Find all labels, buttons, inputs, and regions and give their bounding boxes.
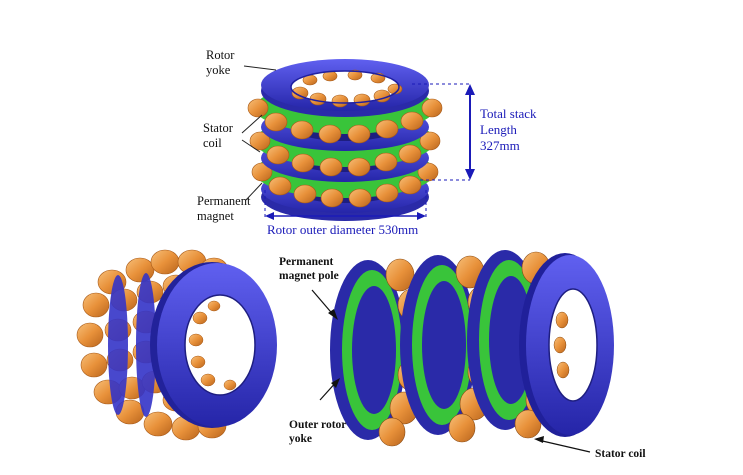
outer-diameter-label: Rotor outer diameter 530mm xyxy=(267,222,419,237)
stack-length-label-line2: Length xyxy=(480,122,517,137)
magnet-pole-label-line2: magnet pole xyxy=(279,270,339,282)
top-leader-lines xyxy=(241,65,277,201)
bottom-right-front-yoke xyxy=(519,253,614,437)
outer-rotor-yoke-label-line2: yoke xyxy=(289,433,312,445)
stack-length-label-line3: 327mm xyxy=(480,138,520,153)
stack-length-label-line1: Total stack xyxy=(480,106,537,121)
permanent-magnet-label-line1: Permanent xyxy=(197,194,251,208)
bottom-right-assembly xyxy=(330,250,614,447)
outer-rotor-yoke-label-line1: Outer rotor xyxy=(289,419,347,431)
bottom-right-rotor-disk-2 xyxy=(400,255,476,435)
stator-coil-bottom-label: Stator coil xyxy=(595,448,646,460)
stator-coil-label-line2: coil xyxy=(203,136,222,150)
top-stack-assembly xyxy=(247,59,443,221)
bottom-right-arrowheads xyxy=(328,309,544,443)
rotor-yoke-top xyxy=(261,59,429,117)
permanent-magnet-label-line2: magnet xyxy=(197,209,234,223)
rotor-yoke-label-line1: Rotor xyxy=(206,48,235,62)
bottom-left-inner-disks xyxy=(108,273,156,417)
stator-coil-label-line1: Stator xyxy=(203,121,233,135)
bottom-left-assembly xyxy=(76,249,277,441)
bottom-right-rotor-disk-1 xyxy=(330,260,406,440)
magnet-pole-label-line1: Permanent xyxy=(279,256,334,268)
rotor-yoke-label-line2: yoke xyxy=(206,63,231,77)
bottom-left-front-yoke xyxy=(150,262,277,428)
stack-length-dimension xyxy=(412,83,475,181)
outer-diameter-dimension xyxy=(264,190,427,220)
